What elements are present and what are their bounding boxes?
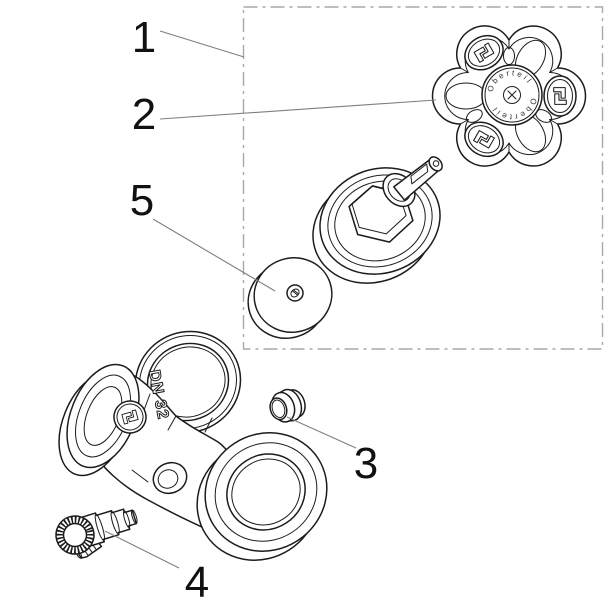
hub-screw-icon: [503, 86, 521, 104]
leader-line-3: [286, 416, 357, 449]
right-flange-bore: [226, 453, 306, 531]
leader-line-5: [152, 218, 276, 292]
body-facets: [111, 381, 213, 483]
handwheel: Oberteil Oberteil: [431, 25, 587, 167]
callout-3[interactable]: 3: [354, 439, 378, 488]
valve-stem: [393, 156, 443, 201]
leader-line-1: [159, 30, 245, 58]
callout-4[interactable]: 4: [185, 558, 209, 600]
stem-tip: [428, 156, 443, 172]
hub-screw-cross: [507, 90, 517, 100]
leader-line-4: [104, 530, 180, 569]
drain-boss: [152, 461, 188, 495]
seal-disc: [247, 257, 333, 339]
callout-2[interactable]: 2: [132, 90, 156, 139]
callout-1[interactable]: 1: [132, 13, 156, 62]
valve-body: DN 32: [58, 330, 328, 561]
handwheel-medallion: [464, 34, 504, 71]
plug: [269, 388, 306, 423]
disc-hole: [290, 288, 300, 298]
stem-tip-hole: [432, 160, 440, 167]
body-medallion: [113, 400, 147, 434]
handwheel-medallion: [464, 121, 504, 158]
valve-bonnet: [312, 156, 443, 284]
handwheel-rim-segments: [460, 39, 558, 153]
handwheel-hub-inner: [484, 67, 540, 123]
callout-5[interactable]: 5: [130, 176, 154, 225]
stem-flat: [410, 163, 429, 185]
handwheel-medallion: [543, 75, 577, 117]
handwheel-window-small: [466, 109, 483, 123]
drain-valve: [55, 508, 138, 559]
leader-line-2: [159, 99, 437, 120]
knurl-texture: [56, 516, 94, 554]
